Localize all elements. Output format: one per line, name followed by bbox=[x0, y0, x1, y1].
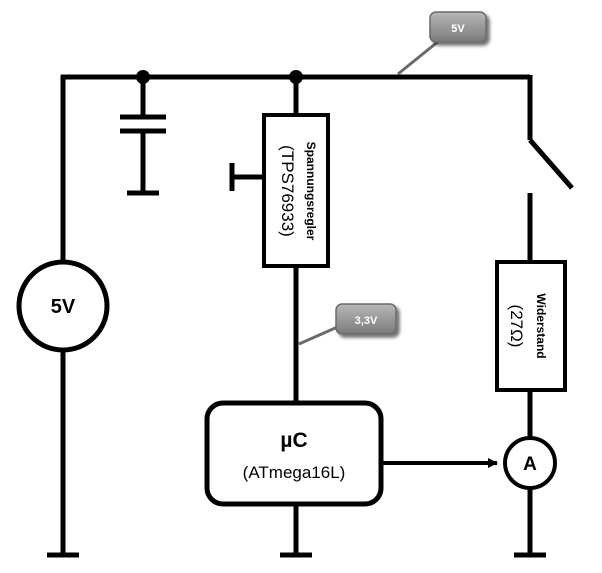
microcontroller bbox=[204, 400, 384, 507]
regulator-output-callout: 3,3V bbox=[298, 303, 397, 346]
junction-dot bbox=[136, 70, 150, 84]
regulator-name: Spannungsregler bbox=[304, 142, 318, 241]
resistor-value: (27Ω) bbox=[507, 305, 526, 348]
voltage-source bbox=[16, 259, 110, 353]
microcontroller-part: (ATmega16L) bbox=[243, 463, 346, 482]
junction-dot bbox=[289, 70, 303, 84]
regulator-part: (TPS76933) bbox=[278, 145, 297, 237]
switch-lever bbox=[528, 138, 574, 190]
supply-voltage-callout: 5V bbox=[397, 11, 487, 76]
ammeter-label: A bbox=[523, 454, 537, 475]
supply-voltage-tag: 5V bbox=[451, 23, 465, 35]
resistor-name: Widerstand bbox=[534, 293, 548, 358]
ammeter bbox=[503, 436, 557, 490]
regulator-output-tag: 3,3V bbox=[355, 315, 378, 327]
voltage-regulator bbox=[262, 113, 330, 268]
microcontroller-name: µC bbox=[280, 429, 307, 452]
resistor bbox=[495, 260, 567, 392]
voltage-source-label: 5V bbox=[51, 296, 76, 318]
